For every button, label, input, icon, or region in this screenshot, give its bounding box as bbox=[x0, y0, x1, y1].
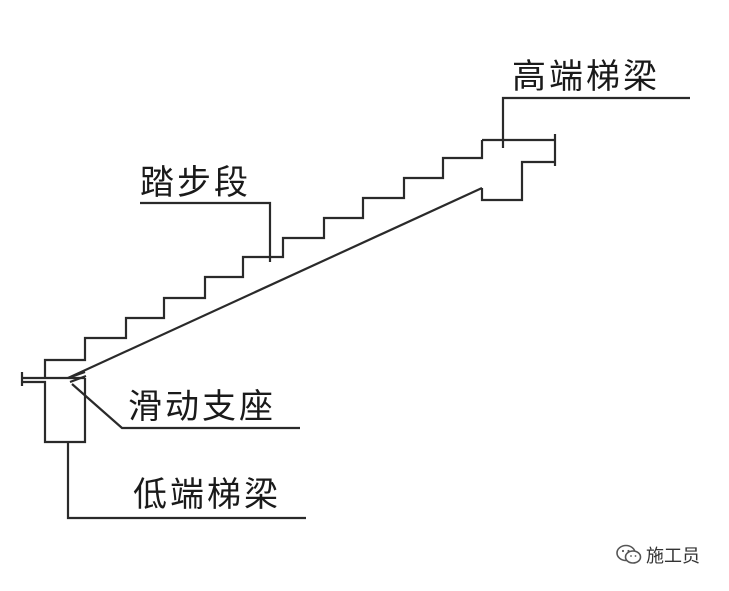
flight-soffit bbox=[67, 187, 483, 379]
low-end-beam bbox=[22, 378, 87, 444]
wechat-icon bbox=[616, 544, 642, 566]
step-profile bbox=[43, 140, 484, 378]
leader-flight bbox=[140, 201, 272, 262]
watermark: 施工员 bbox=[616, 543, 700, 567]
leader-sliding-support bbox=[71, 383, 300, 430]
sliding-support-line-2 bbox=[69, 374, 87, 384]
label-high-beam: 高端梯梁 bbox=[512, 57, 660, 97]
sliding-support-line bbox=[67, 370, 86, 380]
label-flight: 踏步段 bbox=[140, 163, 251, 203]
watermark-text: 施工员 bbox=[646, 546, 700, 567]
leader-high-beam bbox=[501, 96, 690, 148]
label-sliding-support: 滑动支座 bbox=[128, 387, 276, 427]
label-low-beam: 低端梯梁 bbox=[133, 475, 281, 515]
leader-low-beam bbox=[66, 442, 306, 520]
high-end-beam bbox=[480, 138, 555, 202]
